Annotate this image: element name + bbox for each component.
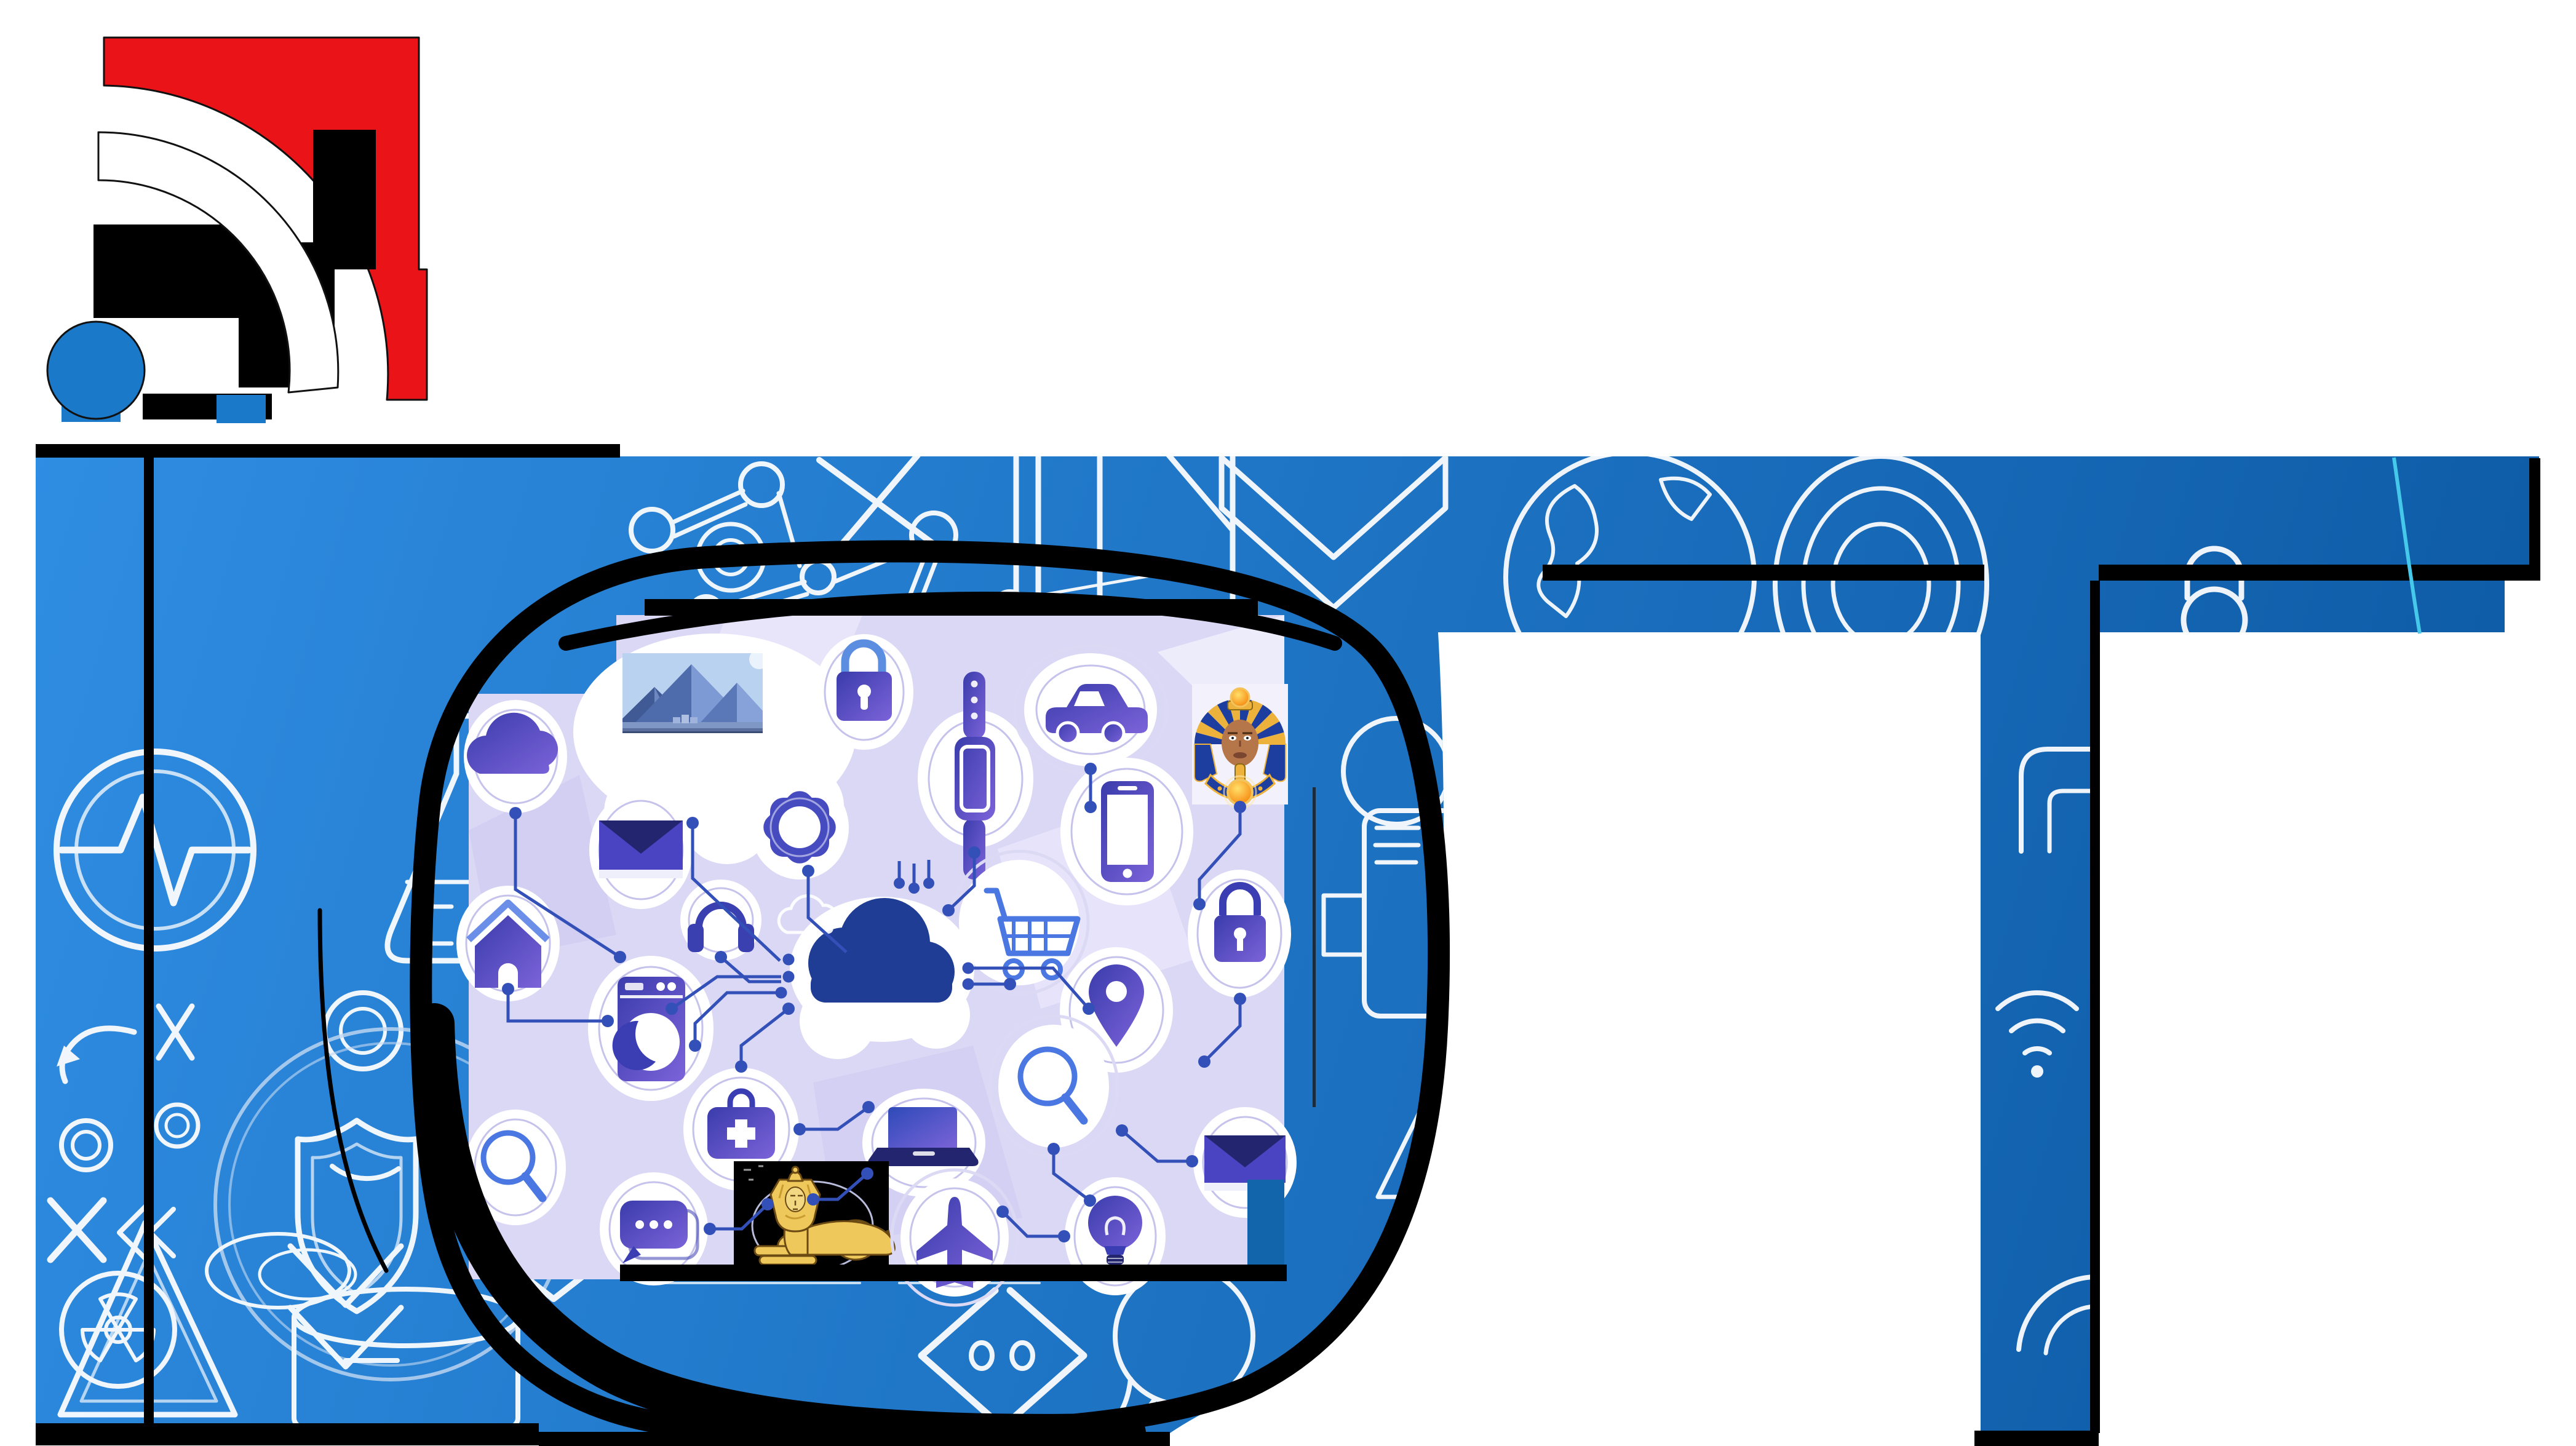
band-step-notch: [2505, 581, 2542, 634]
giza-pyramids-photo: [622, 653, 763, 733]
wifi-doodle: [1995, 990, 2079, 1078]
signal-blue-dot: [46, 320, 266, 423]
shopping-cart-icon: [948, 849, 1090, 996]
padlock-icon: [815, 634, 913, 750]
collage-corner-blue-patch: [1247, 1180, 1284, 1281]
headphones-icon: [680, 880, 761, 961]
circuit-dots: [502, 763, 1246, 1242]
t-stem-bottom-bar: [1974, 1431, 2099, 1446]
smart-home-icon: [456, 886, 560, 1001]
airplane-icon: [890, 1168, 1019, 1307]
magnifier-icon: [465, 1110, 566, 1225]
pharaoh-crown-orb: [1230, 687, 1250, 708]
gear-icon: [750, 776, 849, 880]
code-diamond-doodle: [918, 1287, 1087, 1424]
great-sphinx-image: [734, 1161, 896, 1278]
i-divider-line: [144, 458, 154, 1424]
top-border-bar: [36, 444, 620, 458]
cloud-icon: [464, 700, 567, 813]
pharaoh-face: [1222, 720, 1258, 766]
arc-fragments-doodle: [2016, 1274, 2097, 1356]
cyan-thread: [2392, 457, 2422, 634]
t-arm-bar-left: [1543, 565, 1984, 581]
t-arm-bar-right: [2099, 565, 2539, 581]
t-band-right-edge: [2529, 458, 2540, 581]
o-ring-swoosh: [414, 1003, 1146, 1446]
padlock-small-icon: [1188, 870, 1291, 998]
envelope-icon: [589, 791, 693, 909]
magnifier-small-icon: [988, 1014, 1119, 1158]
car-icon: [1012, 644, 1169, 776]
t-stem-right-line: [2090, 581, 2100, 1433]
circuit-lines: [506, 769, 1242, 1238]
double-chevron-doodle: [1218, 456, 1449, 611]
iot-collage: [456, 615, 1297, 1307]
o-ring-left-echo: [317, 908, 389, 1273]
curved-arrow-doodle: [57, 1025, 137, 1084]
o-ring-top-echo: [559, 592, 1342, 651]
hairline-thread: [1313, 787, 1316, 1107]
collage-bottom-bar: [620, 1265, 1287, 1281]
signal-white-arc: [97, 131, 340, 394]
corner-bracket-doodle: [2019, 747, 2097, 854]
smartphone-icon: [1060, 758, 1193, 905]
o-ring: [317, 540, 1450, 1446]
washing-machine-icon: [588, 956, 714, 1101]
bottom-bar-left: [36, 1423, 539, 1445]
pulse-circle-doodle: [54, 749, 256, 951]
cross-x-doodle: [816, 456, 938, 558]
signal-logo: [46, 36, 428, 423]
nested-ovals-doodle: [205, 1232, 357, 1309]
big-cloud-shape: [808, 898, 955, 1003]
cross-pair-doodle: [47, 1003, 195, 1263]
cloud-large-icon: [777, 894, 974, 1059]
chat-bubble-icon: [600, 1172, 708, 1285]
pharaoh-mask-image: [1192, 684, 1288, 809]
